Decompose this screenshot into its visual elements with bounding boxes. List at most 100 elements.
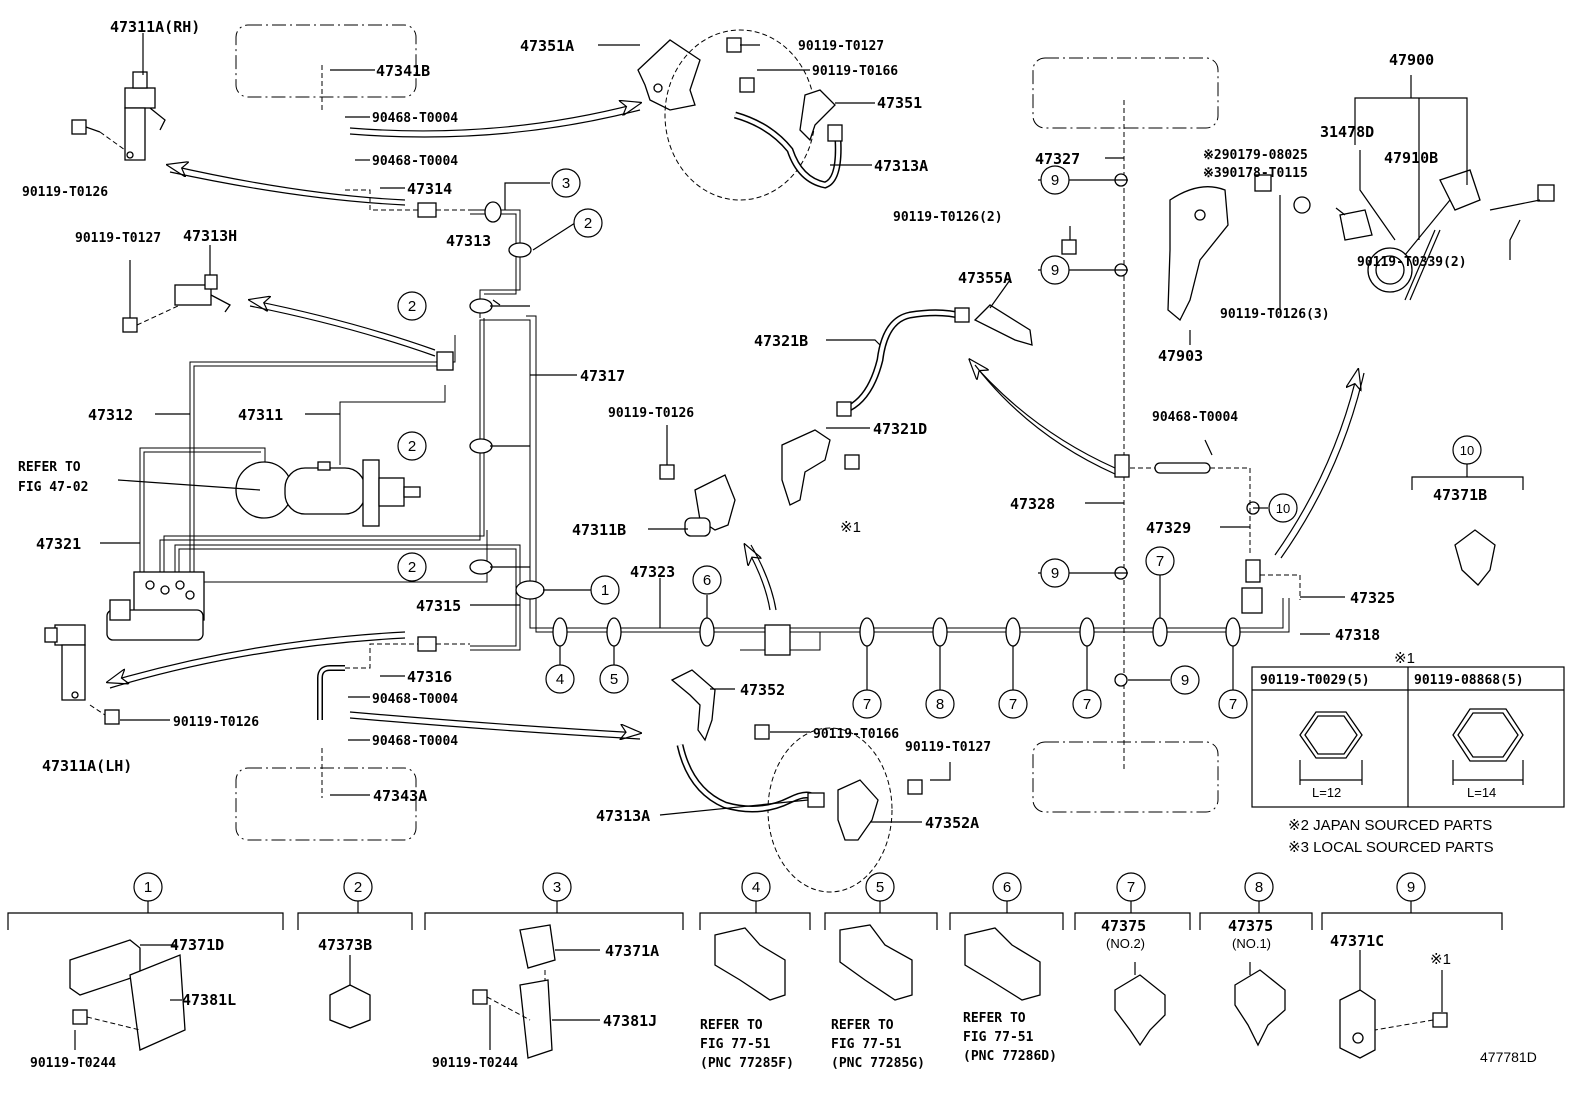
- callout-2d: [397, 552, 427, 582]
- callout-7e: [1218, 689, 1248, 719]
- hose-47313A-bottom: [676, 744, 825, 813]
- label-90468-T0004-b: 90468-T0004: [372, 154, 458, 169]
- leader-lines: [100, 33, 1524, 823]
- bolt-90119-T0166-a: [739, 77, 755, 93]
- label-90468-T0004-d: 90468-T0004: [372, 734, 458, 749]
- pipe-clips: [469, 173, 1260, 687]
- label-47325: 47325: [1350, 589, 1395, 607]
- callout-9b-text: 9: [1051, 262, 1059, 279]
- legend-5-text: 5: [876, 879, 884, 896]
- label-90119-T0166-b: 90119-T0166: [813, 727, 899, 742]
- bolt-90119-T0126-3: [1254, 174, 1272, 192]
- diagram-id: 477781D: [1480, 1049, 1537, 1065]
- abs-actuator: [106, 571, 205, 641]
- legend-callout-6: [992, 872, 1022, 902]
- legend-3-text: 3: [553, 879, 561, 896]
- clip-47371B: [1454, 529, 1496, 586]
- note-local-sourced: ※3 LOCAL SOURCED PARTS: [1288, 839, 1494, 856]
- callout-7c: [1072, 689, 1102, 719]
- label-refer5-a: REFER TO: [831, 1018, 894, 1033]
- legend-callout-9: [1396, 872, 1426, 902]
- label-90119-T0126-2: 90119-T0126(2): [893, 210, 1003, 225]
- bolt-90119-T0126-a: [71, 119, 126, 151]
- legend-7-text: 7: [1127, 879, 1135, 896]
- label-31478D: 31478D: [1320, 123, 1374, 141]
- callout-7a: [852, 689, 882, 719]
- callout-2b: [397, 291, 427, 321]
- callout-7d-text: 7: [1156, 553, 1164, 570]
- bolt-90119-T0127-c: [907, 779, 923, 795]
- label-90468-T0004-a: 90468-T0004: [372, 111, 458, 126]
- callout-2b-text: 2: [408, 298, 416, 315]
- label-47328: 47328: [1010, 495, 1055, 513]
- legend-4-text: 4: [752, 879, 760, 896]
- callout-9a-text: 9: [1051, 172, 1059, 189]
- label-refer6-c: (PNC 77286D): [963, 1049, 1057, 1064]
- bolt-90119-T0126-c: [659, 464, 675, 480]
- label-47351: 47351: [877, 94, 922, 112]
- label-table-dim2: L=14: [1467, 785, 1496, 800]
- legend-6-text: 6: [1003, 879, 1011, 896]
- label-table-dim1: L=12: [1312, 785, 1341, 800]
- label-star1-b: ※1: [1430, 951, 1451, 968]
- bracket-47311B: [684, 474, 736, 537]
- label-90119-T0339-2: 90119-T0339(2): [1357, 255, 1467, 270]
- height-sensor-47900: [1339, 169, 1481, 301]
- callout-9c-text: 9: [1051, 565, 1059, 582]
- label-90119-T0244-b: 90119-T0244: [432, 1056, 518, 1071]
- callout-9c: [1040, 558, 1070, 588]
- label-47314: 47314: [407, 180, 452, 198]
- callout-2c: [397, 431, 427, 461]
- callout-1-text: 1: [601, 582, 609, 599]
- callout-9b: [1040, 255, 1070, 285]
- label-47903: 47903: [1158, 347, 1203, 365]
- bolt-90119-T0126-b: [89, 704, 120, 725]
- label-90119-T0126-3: 90119-T0126(3): [1220, 307, 1330, 322]
- label-47343A: 47343A: [373, 787, 427, 805]
- legend-8-text: 8: [1255, 879, 1263, 896]
- label-table-col1: 90119-T0029(5): [1260, 673, 1370, 688]
- legend-9-text: 9: [1407, 879, 1415, 896]
- callout-2c-text: 2: [408, 438, 416, 455]
- pipe-joint-center: [740, 624, 821, 656]
- callout-5: [599, 664, 629, 694]
- hose-upper: [319, 132, 345, 191]
- label-90119-T0127-a: 90119-T0127: [798, 39, 884, 54]
- label-47313: 47313: [446, 232, 491, 250]
- label-47371C: 47371C: [1330, 932, 1384, 950]
- arrows: [108, 103, 1365, 739]
- bolt-spec-table: [1251, 666, 1565, 808]
- bolt-90119-T0127-b: [122, 304, 181, 333]
- nut-90179-08025: [1293, 196, 1311, 214]
- label-47321B: 47321B: [754, 332, 808, 350]
- callout-4: [545, 664, 575, 694]
- callout-3: [551, 168, 581, 198]
- label-90468-T0004-c: 90468-T0004: [372, 692, 458, 707]
- part-labels: 47311A(RH) 90119-T0126 47341B 90468-T000…: [18, 18, 1537, 1071]
- label-47311B: 47311B: [572, 521, 626, 539]
- label-refer4-a: REFER TO: [700, 1018, 763, 1033]
- callout-10b: [1452, 435, 1482, 465]
- legend-callout-2: [343, 872, 373, 902]
- bracket-47351: [799, 89, 836, 142]
- bracket-47321D: [781, 429, 831, 506]
- bracket-47352A: [837, 779, 879, 841]
- label-47371A: 47371A: [605, 942, 659, 960]
- label-47375-no2: 47375: [1101, 917, 1146, 935]
- callout-2d-text: 2: [408, 559, 416, 576]
- label-90119-T0166-a: 90119-T0166: [812, 64, 898, 79]
- bracket-47903: [1167, 186, 1229, 322]
- callout-circles: 3 2 2 2 2 1 4 5 6 7 8 7 7 7 7 9 9 9 9: [133, 165, 1482, 902]
- master-cylinder: [235, 459, 421, 527]
- legend-callout-1: [133, 872, 163, 902]
- valve-47313H: [174, 274, 231, 313]
- label-47375-no1: 47375: [1228, 917, 1273, 935]
- label-90119-T0244-a: 90119-T0244: [30, 1056, 116, 1071]
- callout-9d: [1170, 665, 1200, 695]
- callout-8-text: 8: [936, 696, 944, 713]
- label-refer5-b: FIG 77-51: [831, 1037, 902, 1052]
- callout-7b-text: 7: [1009, 696, 1017, 713]
- label-90468-T0004-e: 90468-T0004: [1152, 410, 1238, 425]
